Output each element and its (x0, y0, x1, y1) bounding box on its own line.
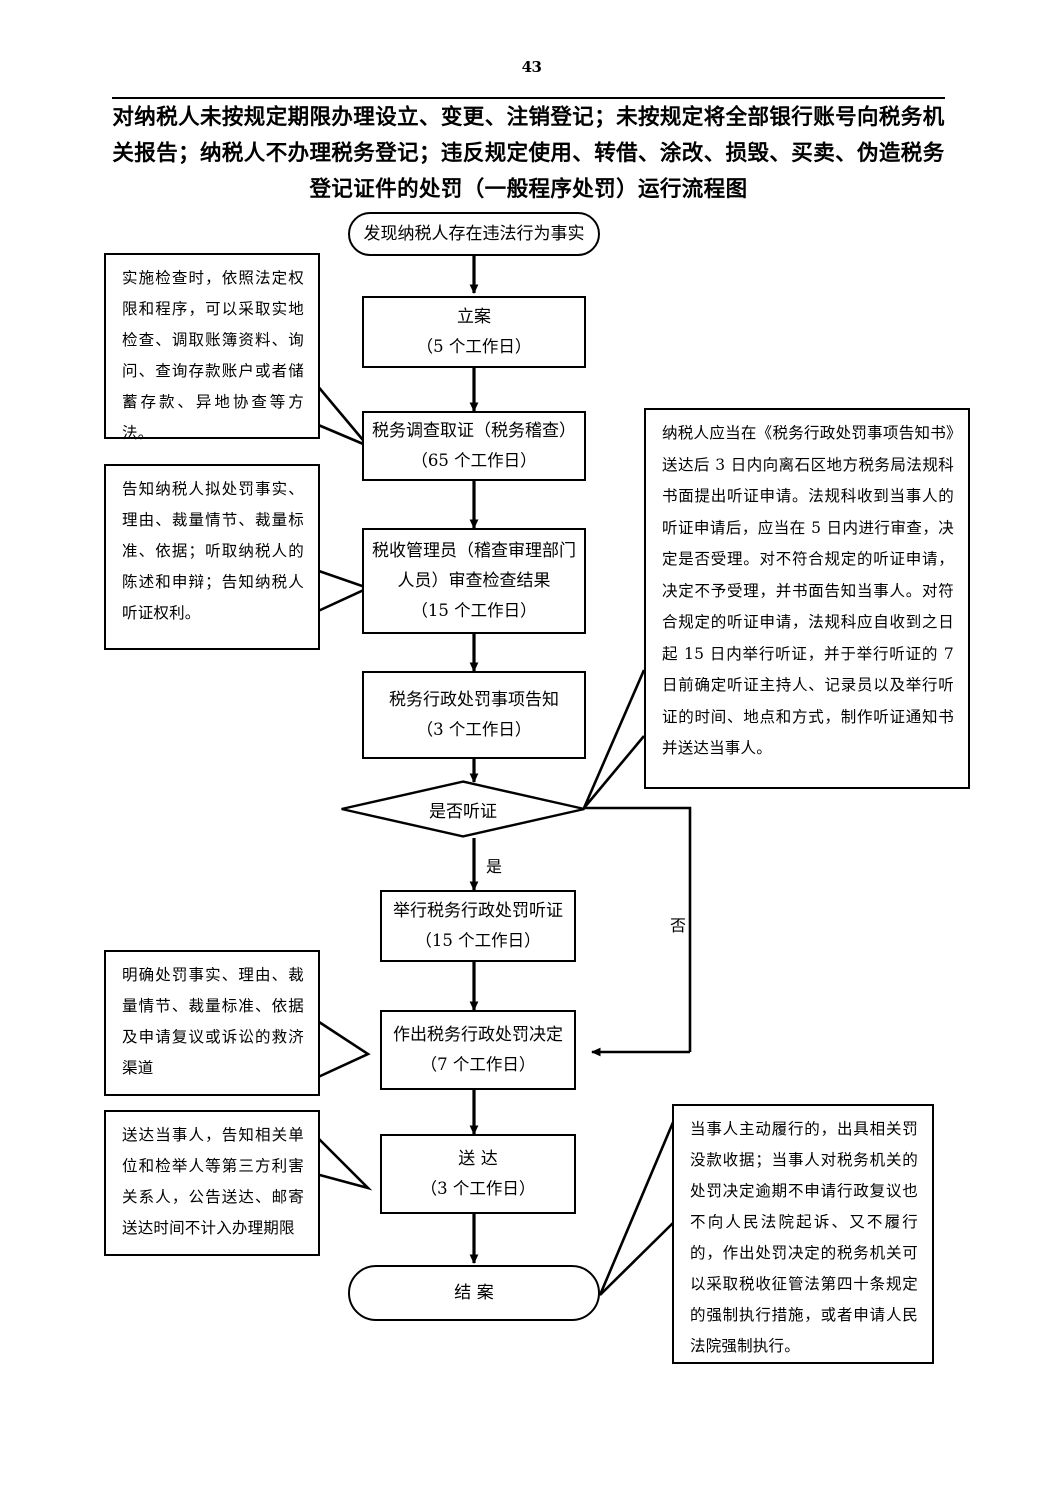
note-inspection-methods-text: 实施检查时，依照法定权限和程序，可以采取实地检查、调取账簿资料、询问、查询存款账… (122, 269, 304, 442)
note-notify-taxpayer-text: 告知纳税人拟处罚事实、理由、裁量情节、裁量标准、依据；听取纳税人的陈述和申辩；告… (122, 480, 304, 622)
page-number: 43 (521, 58, 542, 76)
flow-decision-hearing: 是否听证 (340, 780, 586, 838)
note-decision-content: 明确处罚事实、理由、裁量情节、裁量标准、依据及申请复议或诉讼的救济渠道 (104, 950, 320, 1096)
note-hearing-rules: 纳税人应当在《税务行政处罚事项告知书》送达后 3 日内向离石区地方税务局法规科书… (644, 408, 970, 789)
flow-node-investigation: 税务调查取证（税务稽查） （65 个工作日） (362, 411, 586, 481)
flow-node-notification-title: 税务行政处罚事项告知 (389, 690, 559, 710)
flow-node-notification-duration: （3 个工作日） (416, 720, 532, 739)
header-rule (112, 97, 945, 99)
note-delivery-rules-text: 送达当事人，告知相关单位和检举人等第三方利害关系人，公告送达、邮寄送达时间不计入… (122, 1126, 304, 1237)
flow-node-delivery-duration: （3 个工作日） (420, 1179, 536, 1198)
flow-end-label: 结 案 (454, 1283, 494, 1303)
flow-start-node: 发现纳税人存在违法行为事实 (348, 212, 600, 256)
flow-node-investigation-duration: （65 个工作日） (411, 451, 537, 470)
flow-node-hearing-title: 举行税务行政处罚听证 (393, 901, 563, 921)
flow-node-hearing-duration: （15 个工作日） (415, 931, 541, 950)
flow-node-decision-issue: 作出税务行政处罚决定 （7 个工作日） (380, 1010, 576, 1090)
note-decision-content-text: 明确处罚事实、理由、裁量情节、裁量标准、依据及申请复议或诉讼的救济渠道 (122, 966, 304, 1077)
flow-node-review-title-1: 税收管理员（稽查审理部门 (372, 541, 576, 561)
flow-node-review-title-2: 人员）审查检查结果 (397, 571, 551, 591)
flow-end-node: 结 案 (348, 1265, 600, 1321)
flow-node-review: 税收管理员（稽查审理部门 人员）审查检查结果 （15 个工作日） (362, 528, 586, 634)
note-enforcement-text: 当事人主动履行的，出具相关罚没款收据；当事人对税务机关的处罚决定逾期不申请行政复… (690, 1120, 918, 1355)
flow-node-liuan-title: 立案 (457, 307, 491, 327)
flow-node-investigation-title: 税务调查取证（税务稽查） (372, 421, 576, 441)
flow-decision-label: 是否听证 (429, 801, 497, 822)
diamond-shape (341, 780, 585, 838)
flow-node-notification: 税务行政处罚事项告知 （3 个工作日） (362, 671, 586, 759)
flow-node-decision-issue-duration: （7 个工作日） (420, 1055, 536, 1074)
note-enforcement: 当事人主动履行的，出具相关罚没款收据；当事人对税务机关的处罚决定逾期不申请行政复… (672, 1104, 934, 1364)
flow-node-hearing: 举行税务行政处罚听证 （15 个工作日） (380, 890, 576, 962)
note-inspection-methods: 实施检查时，依照法定权限和程序，可以采取实地检查、调取账簿资料、询问、查询存款账… (104, 253, 320, 442)
note-delivery-rules: 送达当事人，告知相关单位和检举人等第三方利害关系人，公告送达、邮寄送达时间不计入… (104, 1110, 320, 1256)
note-hearing-rules-text: 纳税人应当在《税务行政处罚事项告知书》送达后 3 日内向离石区地方税务局法规科书… (662, 424, 954, 757)
flow-node-review-duration: （15 个工作日） (411, 601, 537, 620)
flow-node-liuan-duration: （5 个工作日） (416, 337, 532, 356)
note-notify-taxpayer: 告知纳税人拟处罚事实、理由、裁量情节、裁量标准、依据；听取纳税人的陈述和申辩；告… (104, 464, 320, 650)
flow-node-delivery: 送 达 （3 个工作日） (380, 1134, 576, 1214)
page-title: 对纳税人未按规定期限办理设立、变更、注销登记；未按规定将全部银行账号向税务机关报… (112, 105, 945, 202)
flow-node-delivery-title: 送 达 (458, 1149, 498, 1169)
flow-node-liuan: 立案 （5 个工作日） (362, 296, 586, 368)
branch-label-no: 否 (668, 912, 689, 936)
flow-start-label: 发现纳税人存在违法行为事实 (363, 224, 585, 244)
branch-label-yes: 是 (484, 853, 505, 877)
flow-node-decision-issue-title: 作出税务行政处罚决定 (393, 1025, 563, 1045)
